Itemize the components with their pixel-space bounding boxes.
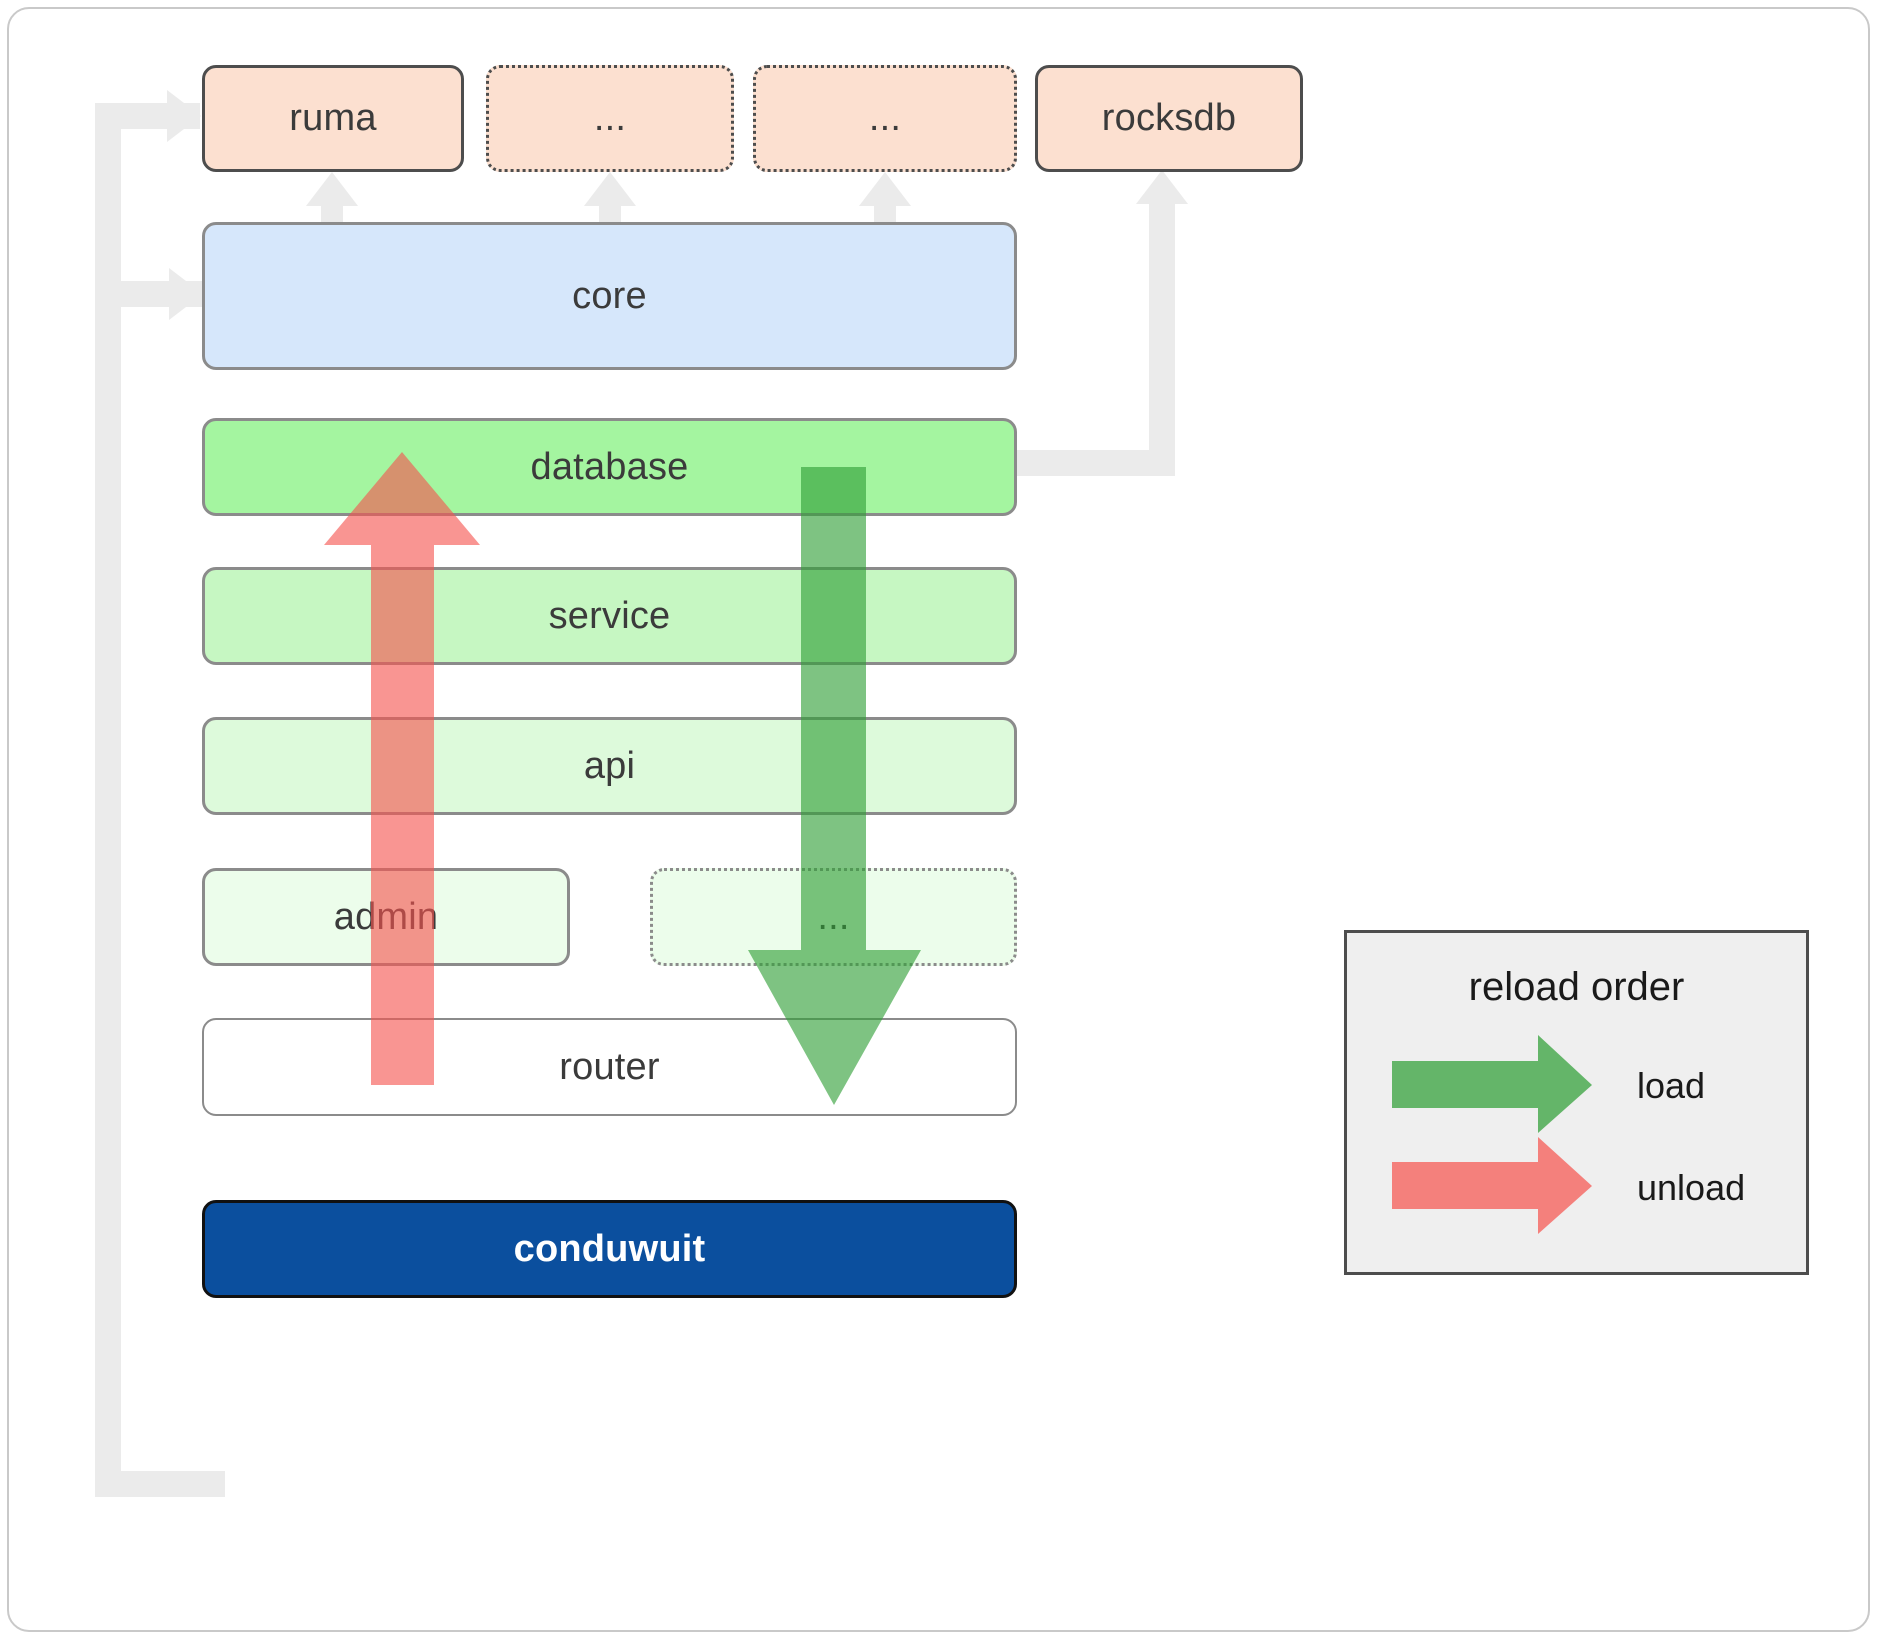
node-database[interactable]: database bbox=[202, 418, 1017, 516]
connector-arrow-rocksdb bbox=[1136, 170, 1188, 204]
node-dots-top-1[interactable]: ... bbox=[486, 65, 734, 172]
legend-panel: reload order load unload bbox=[1344, 930, 1809, 1275]
node-core-label: core bbox=[572, 274, 647, 317]
node-api[interactable]: api bbox=[202, 717, 1017, 815]
node-core[interactable]: core bbox=[202, 222, 1017, 370]
node-admin[interactable]: admin bbox=[202, 868, 570, 966]
connector-core-to-ruma-stem bbox=[321, 200, 343, 226]
connector-db-to-rocksdb-vertical bbox=[1149, 200, 1175, 476]
node-admin-label: admin bbox=[333, 895, 439, 938]
legend-label-unload: unload bbox=[1637, 1167, 1746, 1208]
connector-core-to-dots2-stem bbox=[874, 200, 896, 226]
node-database-label: database bbox=[530, 445, 689, 488]
connector-arrow-ruma bbox=[167, 90, 201, 142]
connector-core-to-dots1-stem bbox=[599, 200, 621, 226]
connector-core-to-dots2-arrow bbox=[859, 172, 911, 206]
connector-core-to-ruma-arrow bbox=[306, 172, 358, 206]
node-dots-top-1-label: ... bbox=[593, 97, 627, 139]
node-api-label: api bbox=[583, 744, 636, 787]
legend-unload-arrow bbox=[1392, 1137, 1592, 1234]
node-ruma-label: ruma bbox=[289, 97, 377, 139]
node-dots-top-2[interactable]: ... bbox=[753, 65, 1017, 172]
connector-arrow-core bbox=[169, 268, 203, 320]
node-service[interactable]: service bbox=[202, 567, 1017, 665]
node-conduwuit-label: conduwuit bbox=[513, 1227, 706, 1270]
node-dots-mid[interactable]: ... bbox=[650, 868, 1017, 966]
connector-trunk-vertical bbox=[95, 103, 121, 1497]
legend-title: reload order bbox=[1468, 965, 1685, 1009]
node-rocksdb[interactable]: rocksdb bbox=[1035, 65, 1303, 172]
connector-core-to-dots1-arrow bbox=[584, 172, 636, 206]
node-conduwuit[interactable]: conduwuit bbox=[202, 1200, 1017, 1298]
node-dots-top-2-label: ... bbox=[868, 97, 902, 139]
node-rocksdb-label: rocksdb bbox=[1101, 97, 1237, 139]
connector-db-to-rocksdb-horizontal bbox=[1000, 450, 1175, 476]
node-router[interactable]: router bbox=[202, 1018, 1017, 1116]
legend-load-arrow bbox=[1392, 1035, 1592, 1133]
legend-label-load: load bbox=[1637, 1065, 1706, 1106]
legend-arrow-layer bbox=[1392, 1035, 1592, 1234]
connector-to-conduwuit bbox=[95, 1471, 225, 1497]
node-service-label: service bbox=[548, 594, 671, 637]
node-router-label: router bbox=[559, 1045, 660, 1088]
node-dots-mid-label: ... bbox=[817, 895, 850, 938]
node-ruma[interactable]: ruma bbox=[202, 65, 464, 172]
